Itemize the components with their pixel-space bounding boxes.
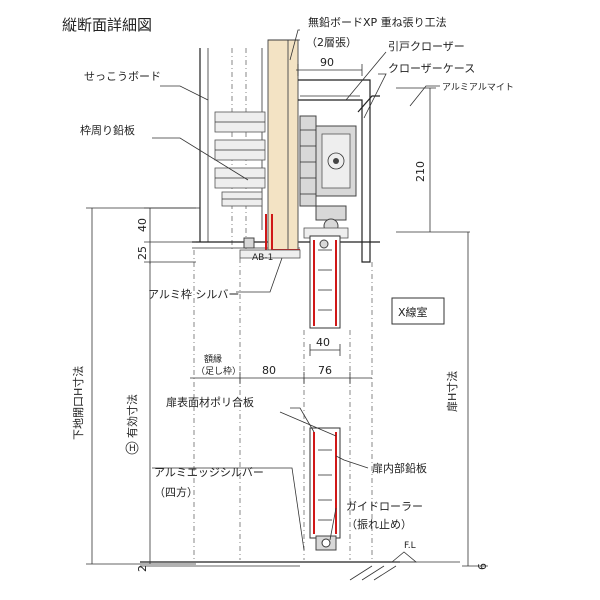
effective-h-label: 有効寸法	[125, 394, 139, 438]
drawing-title: 縦断面詳細図	[62, 16, 152, 34]
xray-room-label: X線室	[398, 305, 428, 319]
wall-structure	[192, 48, 380, 250]
alumi-mite-label: アルミアルマイト	[442, 83, 514, 93]
alumi-frame	[239, 214, 301, 259]
alumi-edge-label: アルミエッジシルバー	[154, 466, 264, 479]
effective-h-circle-label: H	[129, 444, 136, 454]
gakubuchi-label: 額縁	[204, 353, 222, 365]
lead-free-board	[267, 39, 300, 251]
dim-2: 2	[136, 565, 149, 572]
dimension-lines	[86, 64, 488, 567]
door-lower	[309, 427, 341, 551]
dim-76: 76	[318, 364, 332, 377]
dim-80: 80	[262, 364, 276, 377]
dim-90: 90	[320, 56, 334, 69]
guide-roller-label: ガイドローラー	[346, 500, 423, 513]
dim-25: 25	[136, 246, 149, 260]
fure-dome-label: （振れ止め）	[346, 517, 412, 531]
effective-h-circle	[125, 441, 139, 455]
door-upper	[309, 235, 341, 329]
inner-lead-label: 扉内部鉛板	[372, 461, 427, 475]
two-layer-label: （2層張）	[306, 36, 357, 49]
door-surface-label: 扉表面材ポリ合板	[166, 395, 254, 409]
dim-40-mid: 40	[316, 336, 330, 349]
frame-lead-label: 枠周り鉛板	[80, 123, 135, 137]
sliding-closer-label: 引戸クローザー	[388, 39, 465, 53]
ashi-waku-label: （足し枠）	[196, 365, 241, 377]
center-lines	[193, 250, 373, 560]
closer-case	[298, 79, 380, 263]
clear-opening-h-label: 下地開口H寸法	[71, 366, 85, 440]
dim-40-top: 40	[136, 218, 149, 232]
xray-room-box	[391, 297, 445, 325]
lead-free-board-label: 無鉛ボードXP 重ね張り工法	[308, 15, 447, 29]
alumi-frame-label: アルミ枠 シルバー	[148, 287, 239, 301]
shiho-label: （四方）	[154, 485, 198, 499]
floor	[140, 551, 460, 581]
leader-lines	[152, 29, 440, 551]
door-h-label: 扉H寸法	[445, 371, 459, 412]
closer-case-label: クローザーケース	[388, 62, 475, 75]
dim-6: 6	[476, 563, 489, 570]
dim-210: 210	[414, 161, 427, 182]
ab-mark-label: AB-1	[252, 253, 273, 263]
fl-label: F.L	[404, 541, 416, 551]
gypsum-board-label: せっこうボード	[84, 70, 161, 83]
